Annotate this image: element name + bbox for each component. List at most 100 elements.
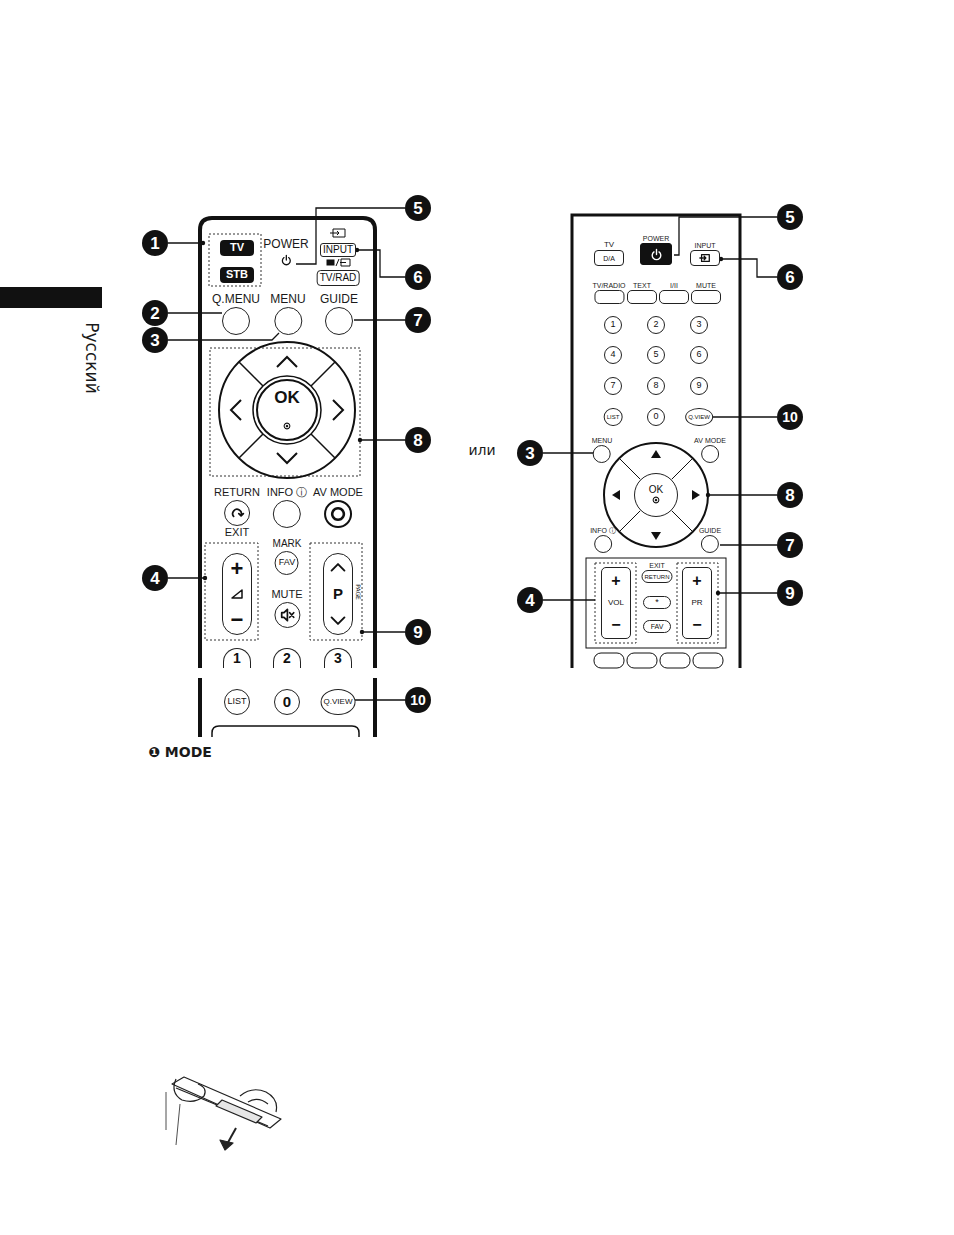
remote-button: TV/RADIO [592, 281, 625, 304]
button-group-frame [205, 234, 718, 643]
leader-line [674, 217, 777, 255]
mute-icon [281, 609, 293, 620]
button-label: MARK [273, 539, 302, 550]
button-shape: +− [222, 553, 252, 635]
dn-icon [332, 618, 345, 624]
button-shape [594, 535, 612, 553]
button-label: TV [604, 241, 614, 249]
button-shape: 2 [647, 316, 665, 334]
remote-button: POWER [640, 234, 672, 265]
callout-number: 5 [777, 204, 803, 230]
hand [166, 1092, 180, 1145]
button-text: 3 [334, 651, 342, 666]
remote-button: +PR− [682, 567, 712, 639]
button-label: I/II [670, 282, 678, 289]
arrow-triangle [612, 450, 700, 540]
remote-button: 0 [647, 408, 665, 426]
button-text: 2 [283, 651, 291, 666]
ret-icon [229, 505, 245, 521]
button-shape: + VOL − [601, 567, 631, 639]
leader-line [168, 208, 777, 700]
button-text: LIST [607, 414, 620, 420]
ring-icon [329, 505, 347, 523]
button-shape: TV [220, 240, 254, 256]
leader-dot [201, 241, 723, 634]
text-label: или [468, 442, 495, 458]
remote-outline [200, 678, 375, 737]
mute-icon [279, 607, 295, 623]
button-shape: LIST [604, 408, 623, 426]
leader-line [708, 494, 777, 495]
button-text: STB [226, 269, 248, 281]
button-label: INFO ⓘ [590, 527, 616, 534]
button-shape: TV/RAD [317, 270, 360, 286]
battery-cover [216, 1100, 262, 1123]
callout-number: 3 [142, 327, 168, 353]
button-text: FAV [651, 623, 664, 630]
button-text: TV [230, 242, 244, 254]
button-text: 0 [283, 694, 291, 710]
remote-button: Q.VIEW [685, 408, 713, 426]
remote-button: TV [220, 240, 254, 256]
battery-cover-illustration [166, 1077, 281, 1150]
remote-button: 3 [690, 316, 708, 334]
button-shape: LIST [224, 689, 250, 715]
button-text: + [611, 573, 620, 590]
remote-button: MENU [270, 292, 305, 335]
button-panel [586, 558, 726, 648]
remote-button: Q.MENU [212, 292, 260, 335]
callout-number: 10 [405, 687, 431, 713]
arrow-triangle [692, 490, 700, 500]
callout-number: 3 [517, 440, 543, 466]
button-label: MENU [592, 437, 613, 444]
remote-button: MUTE [691, 281, 721, 304]
button-shape [701, 445, 719, 463]
button-text: VOL [608, 599, 624, 607]
button-shape: 0 [647, 408, 665, 426]
remote-button: FAV [643, 620, 671, 633]
remote-button: 1 [223, 648, 251, 668]
up-icon [329, 559, 347, 577]
callout-number: 4 [517, 587, 543, 613]
remote-button: TV/RAD [317, 270, 360, 286]
remote-button: 0 [274, 689, 300, 715]
button-text: P [333, 586, 343, 602]
nav-ring [604, 443, 708, 547]
button-shape: 1 [223, 648, 251, 668]
ring-icon [332, 508, 344, 520]
remote-button: 7 [604, 377, 622, 395]
button-shape: 3 [690, 316, 708, 334]
button-group-frame [677, 563, 718, 643]
callout-number: 2 [142, 300, 168, 326]
remote-body [200, 218, 375, 737]
button-text: RETURN [645, 574, 670, 580]
button-shape [594, 290, 624, 304]
button-shape: OK [256, 379, 318, 441]
button-label: AV MODE [313, 487, 363, 499]
button-text: 8 [653, 381, 658, 390]
remote-button: MUTE [271, 588, 302, 628]
button-shape [627, 290, 657, 304]
up-icon [332, 564, 345, 570]
leader-dot [203, 576, 207, 580]
button-text: − [611, 617, 620, 634]
color-button [660, 653, 690, 668]
nav-divider [239, 362, 335, 458]
arrow-triangle [651, 450, 661, 458]
button-text: Q.VIEW [688, 414, 710, 420]
button-shape [274, 307, 302, 335]
callout-number: 5 [405, 195, 431, 221]
callout-number: 6 [405, 264, 431, 290]
button-text: 9 [696, 381, 701, 390]
button-label: POWER [643, 235, 669, 242]
button-shape: OK [634, 473, 678, 517]
nav-ring [219, 342, 355, 478]
button-text: 0 [653, 412, 658, 421]
input-icon [330, 229, 345, 237]
button-shape [224, 500, 250, 526]
button-shape: 7 [604, 377, 622, 395]
remote-button: LIST [224, 689, 250, 715]
remote-button: INFO ⓘ [590, 526, 616, 553]
button-shape: 0 [274, 689, 300, 715]
